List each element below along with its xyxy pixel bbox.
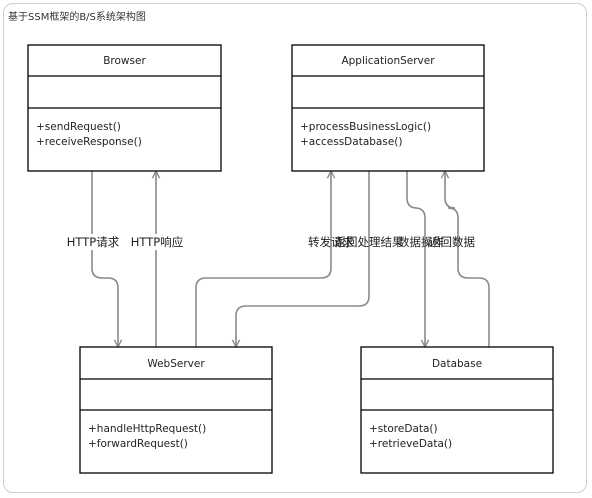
edge-http-request bbox=[91, 171, 118, 347]
edge-forward-request bbox=[195, 171, 331, 347]
browser-method: +sendRequest() bbox=[36, 121, 121, 133]
class-browser: Browser +sendRequest() +receiveResponse(… bbox=[27, 44, 222, 172]
edge-data-operation bbox=[406, 171, 425, 347]
edge-return-result bbox=[236, 171, 370, 347]
browser-name: Browser bbox=[103, 55, 146, 67]
database-name: Database bbox=[432, 358, 482, 370]
database-method: +retrieveData() bbox=[369, 438, 452, 450]
class-database: Database +storeData() +retrieveData() bbox=[360, 346, 554, 474]
database-method: +storeData() bbox=[369, 423, 438, 435]
appserver-method: +processBusinessLogic() bbox=[300, 121, 431, 133]
label-forward-request: 转发请求 bbox=[308, 235, 354, 249]
appserver-method: +accessDatabase() bbox=[300, 136, 402, 148]
webserver-method: +forwardRequest() bbox=[88, 438, 188, 450]
label-return-result: 返回处理结果 bbox=[335, 235, 404, 249]
webserver-method: +handleHttpRequest() bbox=[88, 423, 206, 435]
label-http-response: HTTP响应 bbox=[131, 235, 183, 249]
label-http-request: HTTP请求 bbox=[67, 235, 120, 249]
diagram-title: 基于SSM框架的B/S系统架构图 bbox=[8, 12, 146, 23]
label-data-operation: 数据操作 bbox=[398, 235, 444, 249]
browser-method: +receiveResponse() bbox=[36, 136, 142, 148]
class-application-server: ApplicationServer +processBusinessLogic(… bbox=[291, 44, 485, 172]
label-return-data: 返回数据 bbox=[429, 235, 475, 249]
class-web-server: WebServer +handleHttpRequest() +forwardR… bbox=[79, 346, 273, 474]
appserver-name: ApplicationServer bbox=[341, 55, 435, 67]
edge-return-data bbox=[445, 171, 490, 347]
webserver-name: WebServer bbox=[147, 358, 205, 370]
